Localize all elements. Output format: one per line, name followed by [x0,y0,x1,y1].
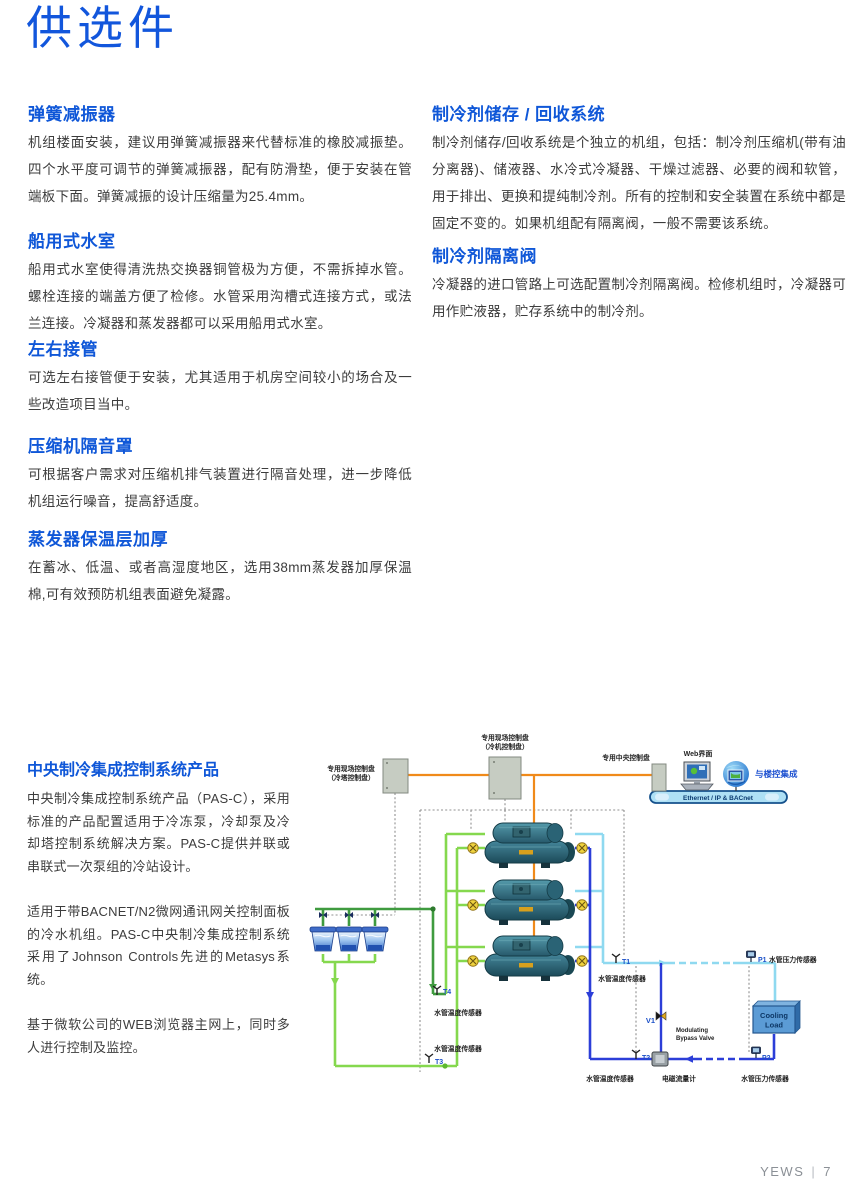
section-body: 在蓄冰、低温、或者高湿度地区，选用38mm蒸发器加厚保温棉,可有效预防机组表面避… [28,560,412,602]
section-thick-insulation: 蒸发器保温层加厚 在蓄冰、低温、或者高湿度地区，选用38mm蒸发器加厚保温棉,可… [28,525,412,608]
section-isolation-valve: 制冷剂隔离阀 冷凝器的进口管路上可选配置制冷剂隔离阀。检修机组时，冷凝器可用作贮… [432,242,846,325]
web-label: Web界面 [684,749,713,758]
section-heading: 中央制冷集成控制系统产品 [27,762,220,779]
section-marine-waterbox: 船用式水室 船用式水室使得清洗热交换器铜管极为方便，不需拆掉水管。螺栓连接的端盖… [28,227,412,337]
pressure-sensor-label-p1: 水管压力传感器 [768,955,817,964]
section-heading: 弹簧减振器 [28,105,116,124]
field-panel-chiller-label-1: 专用现场控制盘 [481,733,529,742]
flow-meter-icon [651,1051,669,1067]
field-panel-tower-label-1: 专用现场控制盘 [327,764,375,773]
pas-c-system-diagram: Ethernet / IP & BACnet [303,726,850,1118]
sensor-tags: T1 T2 T3 T4 V1 P1 P2 [435,957,771,1066]
tag-t2: T2 [642,1055,650,1062]
footer-separator: | [811,1164,817,1179]
page-title: 供选件 [26,2,179,54]
section-lr-connections: 左右接管 可选左右接管便于安装，尤其适用于机房空间较小的场合及一些改造项目当中。 [28,335,412,418]
tag-t4: T4 [443,989,451,996]
page-footer: YEWS | 7 [760,1164,832,1179]
section-sound-enclosure: 压缩机隔音罩 可根据客户需求对压缩机排气装置进行隔音处理，进一步降低机组运行噪音… [28,432,412,515]
section-spring-isolators: 弹簧减振器 机组楼面安装，建议用弹簧减振器来代替标准的橡胶减振垫。四个水平度可调… [28,100,412,210]
central-panel [651,763,667,792]
flow-meter-label: 电磁流量计 [662,1074,696,1083]
cooling-tower-1 [309,926,337,952]
temp-sensor-label-t4: 水管温度传感器 [433,1008,482,1017]
cooling-load-box: Cooling Load [752,1000,801,1034]
control-wiring-dotted [323,793,750,1072]
diagram-labels: 专用现场控制盘 （冷塔控制盘） 专用现场控制盘 （冷机控制盘） 专用中央控制盘 … [327,733,817,1083]
bms-label: 与楼控集成 [755,769,798,779]
temp-sensor-label-t3: 水管温度传感器 [433,1044,482,1053]
tag-p2: P2 [762,1055,771,1062]
condenser-water-pipes [315,832,485,1069]
bms-globe-icon [723,761,749,791]
section-heading: 船用式水室 [28,232,116,251]
bypass-valve-label-1: Modulating [676,1028,708,1034]
footer-page-number: 7 [823,1164,832,1179]
tag-t1: T1 [622,959,630,966]
field-panel-tower [382,758,409,794]
cooling-tower-3 [361,926,389,952]
section-heading: 制冷剂隔离阀 [432,247,537,266]
tag-v1: V1 [646,1016,655,1025]
tag-p1: P1 [758,957,767,964]
temp-sensor-label-t2: 水管温度传感器 [585,1074,634,1083]
bypass-valve-icon [655,1011,667,1021]
field-panel-tower-label-2: （冷塔控制盘） [327,773,375,782]
cooling-load-label-2: Load [765,1021,783,1030]
section-heading: 制冷剂储存 / 回收系统 [432,105,606,124]
section-heading: 蒸发器保温层加厚 [28,530,168,549]
field-panel-chiller-label-2: （冷机控制盘） [481,742,529,751]
section-body: 制冷剂储存/回收系统是个独立的机组，包括：制冷剂压缩机(带有油分离器)、储液器、… [432,135,846,231]
chiller-unit-1 [484,822,576,869]
chiller-unit-2 [484,879,576,926]
ethernet-label: Ethernet / IP & BACnet [683,795,754,802]
section-body: 机组楼面安装，建议用弹簧减振器来代替标准的橡胶减振垫。四个水平度可调节的弹簧减振… [28,135,412,204]
cooling-tower-2 [335,926,363,952]
footer-brand: YEWS [760,1164,805,1179]
section-refrigerant-storage: 制冷剂储存 / 回收系统 制冷剂储存/回收系统是个独立的机组，包括：制冷剂压缩机… [432,100,846,237]
temp-sensor-label-t1: 水管温度传感器 [597,974,646,983]
section-heading: 左右接管 [28,340,98,359]
chilled-water-pipes [575,832,777,1063]
section-body: 可根据客户需求对压缩机排气装置进行隔音处理，进一步降低机组运行噪音，提高舒适度。 [28,467,412,509]
field-panel-chiller [488,756,522,800]
pressure-sensor-label-p2: 水管压力传感器 [740,1074,789,1083]
tag-t3: T3 [435,1059,443,1066]
section-pas-c: 中央制冷集成控制系统产品 中央制冷集成控制系统产品（PAS-C），采用标准的产品… [27,756,290,1082]
paragraph: 基于微软公司的WEB浏览器主网上，同时多人进行控制及监控。 [27,1017,290,1055]
cooling-load-label-1: Cooling [760,1011,788,1020]
section-body: 船用式水室使得清洗热交换器铜管极为方便，不需拆掉水管。螺栓连接的端盖方便了检修。… [28,262,412,331]
paragraph: 适用于带BACNET/N2微网通讯网关控制面板的冷水机组。PAS-C中央制冷集成… [27,904,290,987]
web-workstation-icon [680,761,714,791]
paragraph: 中央制冷集成控制系统产品（PAS-C），采用标准的产品配置适用于冷冻泵，冷却泵及… [27,791,290,874]
bypass-valve-label-2: Bypass Valve [676,1036,715,1042]
ethernet-bus: Ethernet / IP & BACnet [649,790,788,804]
central-panel-label: 专用中央控制盘 [602,753,650,762]
section-heading: 压缩机隔音罩 [28,437,133,456]
chiller-unit-3 [484,935,576,982]
section-body: 可选左右接管便于安装，尤其适用于机房空间较小的场合及一些改造项目当中。 [28,370,412,412]
section-body: 冷凝器的进口管路上可选配置制冷剂隔离阀。检修机组时，冷凝器可用作贮液器，贮存系统… [432,277,846,319]
